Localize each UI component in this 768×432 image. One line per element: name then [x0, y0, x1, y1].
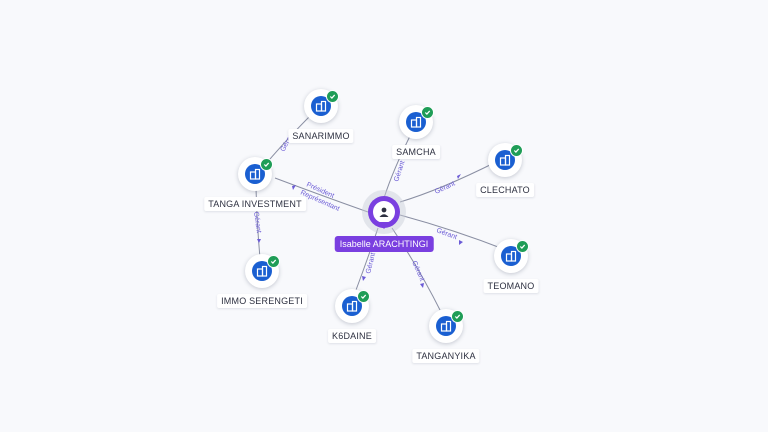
check-icon	[267, 255, 280, 268]
edge-label-center-clechato: Gérant	[434, 180, 456, 195]
node-label: K6DAINE	[328, 329, 376, 343]
edge-arrow-teomano	[459, 240, 463, 245]
node-label: TANGA INVESTMENT	[204, 197, 306, 211]
node-circle[interactable]	[429, 309, 463, 343]
node-label: TANGANYIKA	[412, 349, 480, 363]
building-icon	[436, 316, 456, 336]
node-label: TEOMANO	[483, 279, 539, 293]
check-icon	[326, 90, 339, 103]
edge-label-center-tanganyika: Gérant	[410, 260, 425, 282]
check-icon	[516, 240, 529, 253]
edge-arrow-clechato	[457, 174, 461, 179]
building-icon	[252, 261, 272, 281]
building-icon	[245, 164, 265, 184]
check-icon	[421, 106, 434, 119]
building-icon	[311, 96, 331, 116]
edge-label-center-samcha: Gérant	[393, 160, 406, 183]
node-label: IMMO SERENGETI	[217, 294, 307, 308]
check-icon	[357, 290, 370, 303]
edge-arrow-immo	[257, 239, 261, 243]
check-icon	[260, 158, 273, 171]
node-label: CLECHATO	[476, 183, 534, 197]
edge-label-center-teomano: Gérant	[435, 227, 458, 241]
check-icon	[451, 310, 464, 323]
edge-center-k6daine	[355, 227, 379, 291]
edge-center-samcha	[383, 131, 413, 199]
edge-arrow-tanganyika	[420, 283, 424, 288]
center-label: Isabelle ARACHTINGI	[334, 236, 434, 252]
center-pin[interactable]	[368, 196, 400, 229]
node-label: SAMCHA	[392, 145, 440, 159]
building-icon	[495, 150, 515, 170]
node-label: SANARIMMO	[288, 129, 354, 143]
edge-tanga-immo	[255, 187, 261, 259]
edge-label-tanga-immo: Gérant	[252, 211, 262, 233]
person-icon	[373, 201, 395, 223]
node-circle[interactable]	[488, 143, 522, 177]
edge-center-clechato	[399, 161, 497, 203]
check-icon	[510, 144, 523, 157]
edge-center-teomano	[399, 214, 507, 251]
building-icon	[406, 112, 426, 132]
building-icon	[501, 246, 521, 266]
edge-label-center-k6daine: Gérant	[365, 252, 377, 275]
building-icon	[342, 296, 362, 316]
edge-arrow-tanga	[292, 185, 296, 190]
edge-arrow-k6daine	[362, 276, 366, 281]
edge-center-tanga	[274, 177, 369, 213]
